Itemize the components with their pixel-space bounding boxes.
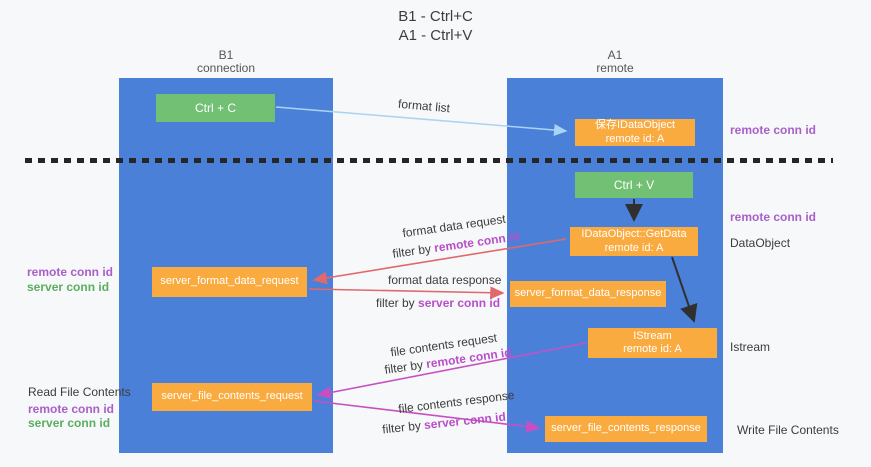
save-idataobject-line1: 保存IDataObject [594,119,676,132]
filter-by-text: filter by [376,296,419,310]
right-istream-label: Istream [730,340,771,354]
filter-by-text: filter by [391,241,436,261]
right-remote-conn-id-top: remote conn id [730,123,817,137]
left-column-role: connection [196,61,256,75]
format-data-response-label: format data response [388,273,502,287]
right-column-role: remote [596,61,634,75]
format-data-response-filter-label: filter by server conn id [376,296,500,310]
ctrl-c-label: Ctrl + C [194,100,236,115]
server-format-data-request-box: server_format_data_request [152,267,307,297]
format-list-label: format list [397,96,451,116]
filter-by-text: filter by [383,357,428,377]
right-column-header: A1 remote [507,49,723,75]
server-format-data-request-label: server_format_data_request [160,275,299,288]
server-format-data-response-label: server_format_data_response [514,287,662,300]
right-write-file-contents-label: Write File Contents [737,423,839,437]
save-idataobject-box: 保存IDataObject remote id: A [575,119,695,146]
right-dataobject-label: DataObject [730,236,791,250]
filter-by-text: filter by [381,418,425,437]
title-line-a1: A1 - Ctrl+V [398,27,473,44]
server-conn-id-text: server conn id [418,296,501,310]
istream-line1: IStream [633,329,672,342]
ctrl-v-label: Ctrl + V [613,177,655,192]
server-file-contents-response-label: server_file_contents_response [551,422,701,435]
ctrl-c-box: Ctrl + C [156,94,275,122]
server-file-contents-request-label: server_file_contents_request [161,390,303,403]
istream-line2: remote id: A [623,343,682,355]
left-server-conn-id-top: server conn id [27,280,110,294]
server-format-data-response-box: server_format_data_response [510,281,666,307]
left-column-name: B1 [218,48,234,62]
arrow-format-data-response [308,286,505,300]
right-remote-conn-id-mid: remote conn id [730,210,817,224]
left-column-header: B1 connection [119,49,333,75]
left-remote-conn-id-bottom: remote conn id [28,402,115,416]
server-file-contents-response-box: server_file_contents_response [545,416,707,442]
ctrl-v-box: Ctrl + V [575,172,693,198]
save-idataobject-line2: remote id: A [605,132,665,145]
server-conn-id-text: server conn id [423,409,507,433]
idataobject-getdata-box: IDataObject::GetData remote id: A [570,227,698,256]
title-line-b1: B1 - Ctrl+C [398,8,473,25]
left-remote-conn-id-top: remote conn id [27,265,114,279]
left-read-file-contents-label: Read File Contents [28,385,131,399]
right-column-name: A1 [607,48,623,62]
server-file-contents-request-box: server_file_contents_request [152,383,312,411]
left-server-conn-id-bottom: server conn id [28,416,111,430]
diagram-title: B1 - Ctrl+C A1 - Ctrl+V [0,7,871,45]
phase-divider-dashed-line [25,158,833,163]
istream-box: IStream remote id: A [588,328,717,358]
getdata-line2: remote id: A [604,241,664,254]
getdata-line1: IDataObject::GetData [581,228,687,241]
